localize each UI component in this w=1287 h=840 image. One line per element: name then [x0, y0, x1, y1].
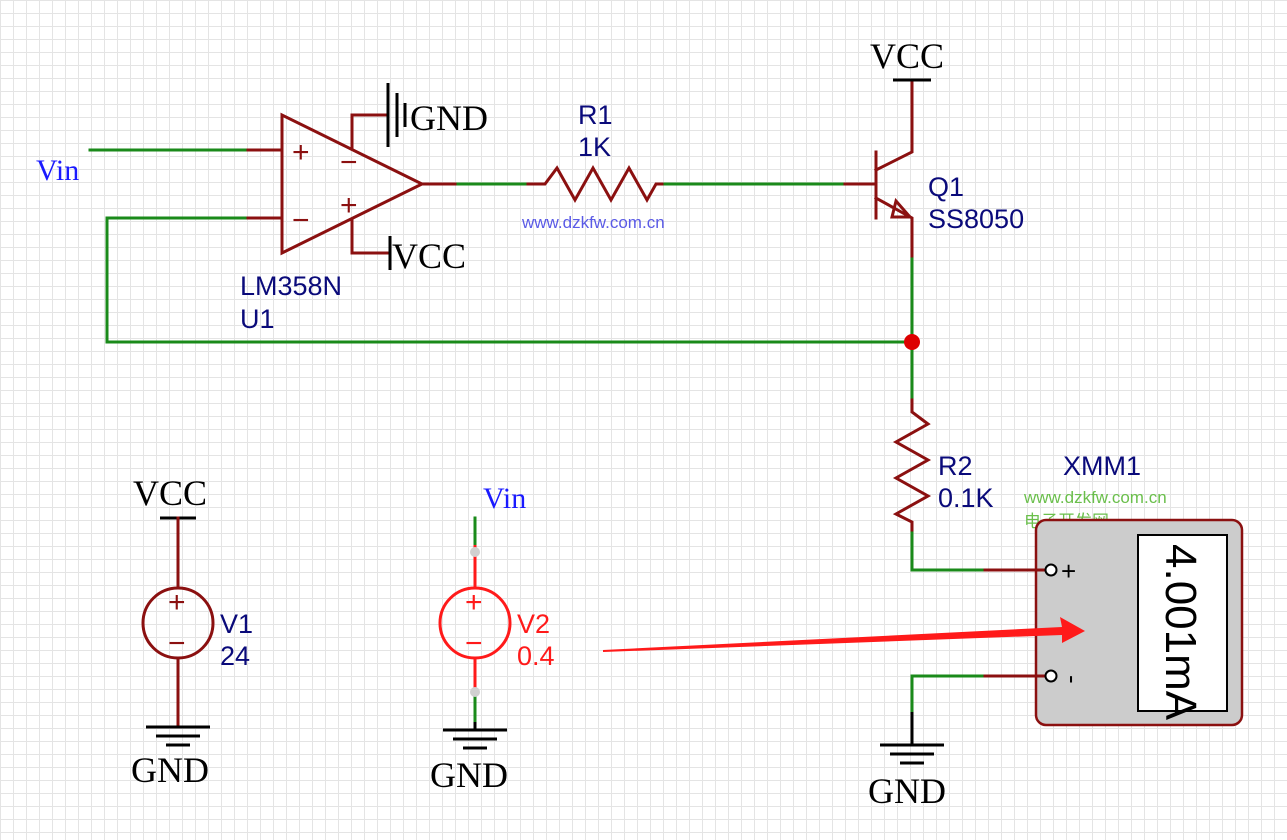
opamp-vcc-pin: [350, 217, 390, 255]
v2-vin-label: Vin: [483, 482, 526, 515]
v1-value-label: 24: [220, 641, 250, 671]
opamp-ref-label: U1: [240, 304, 275, 334]
q1-collector: [873, 116, 914, 173]
q1-vcc-label: VCC: [870, 36, 944, 76]
v1-vcc-label: VCC: [133, 473, 207, 513]
resistor-r1[interactable]: [526, 164, 664, 204]
r2-ref-label: R2: [938, 451, 973, 481]
vin-net-label: Vin: [36, 154, 79, 187]
transistor-q1[interactable]: [843, 78, 931, 258]
v2-value-label: 0.4: [517, 641, 555, 671]
opamp-u1[interactable]: + − − +: [246, 83, 457, 270]
multimeter-xmm1[interactable]: + - 4.001mA: [983, 518, 1244, 727]
wire-feedback: [105, 216, 914, 344]
v2-bottom-node: [470, 687, 480, 697]
meter-minus-sign: -: [1058, 675, 1088, 684]
opamp-gnd-pin: [350, 113, 390, 151]
q1-emitter-arrow: [890, 197, 914, 219]
r1-zigzag: [526, 164, 664, 204]
meter-display: [1137, 534, 1228, 712]
opamp-gnd-label: GND: [410, 98, 488, 138]
source-v2[interactable]: + −: [438, 545, 512, 750]
meter-ref-label: XMM1: [1063, 451, 1141, 481]
resistor-r2[interactable]: [892, 398, 932, 532]
v1-plus-sign: +: [168, 586, 186, 619]
watermark-url-1: www.dzkfw.com.cn: [521, 213, 665, 232]
wire-meter-to-gnd: [910, 674, 987, 714]
opamp-model-label: LM358N: [240, 271, 342, 301]
r2-zigzag: [892, 398, 932, 532]
opamp-vcc-label: VCC: [392, 236, 466, 276]
q1-model-label: SS8050: [928, 204, 1024, 234]
v2-top-node: [470, 547, 480, 557]
opamp-supply-plus-sign: +: [340, 189, 358, 222]
v2-ref-label: V2: [517, 609, 550, 639]
v1-minus-sign: −: [168, 627, 186, 660]
opamp-supply-minus-sign: −: [340, 146, 358, 179]
watermark-url-2: www.dzkfw.com.cn: [1023, 488, 1167, 507]
q1-ref-label: Q1: [928, 172, 964, 202]
opamp-plus-sign: +: [292, 136, 310, 169]
r1-ref-label: R1: [578, 100, 613, 130]
v1-ref-label: V1: [220, 609, 253, 639]
source-v1[interactable]: + −: [141, 516, 215, 747]
meter-plus-sign: +: [1061, 556, 1076, 586]
meter-gnd-label: GND: [868, 771, 946, 811]
wire-r2-to-meter: [910, 528, 987, 572]
r2-value-label: 0.1K: [938, 483, 994, 513]
meter-reading: 4.001mA: [1156, 544, 1205, 721]
meter-gnd-symbol: [880, 712, 944, 765]
v2-minus-sign: −: [465, 627, 483, 660]
red-arrow: [603, 617, 1085, 652]
opamp-minus-sign: −: [292, 204, 310, 237]
v2-plus-sign: +: [465, 586, 483, 619]
r1-value-label: 1K: [578, 132, 611, 162]
annotation-arrow: [603, 617, 1085, 652]
v2-gnd-label: GND: [430, 755, 508, 795]
junction-dot: [904, 334, 920, 350]
meter-minus-terminal[interactable]: [1044, 669, 1058, 683]
meter-plus-terminal[interactable]: [1044, 563, 1058, 577]
v1-gnd-label: GND: [131, 750, 209, 790]
